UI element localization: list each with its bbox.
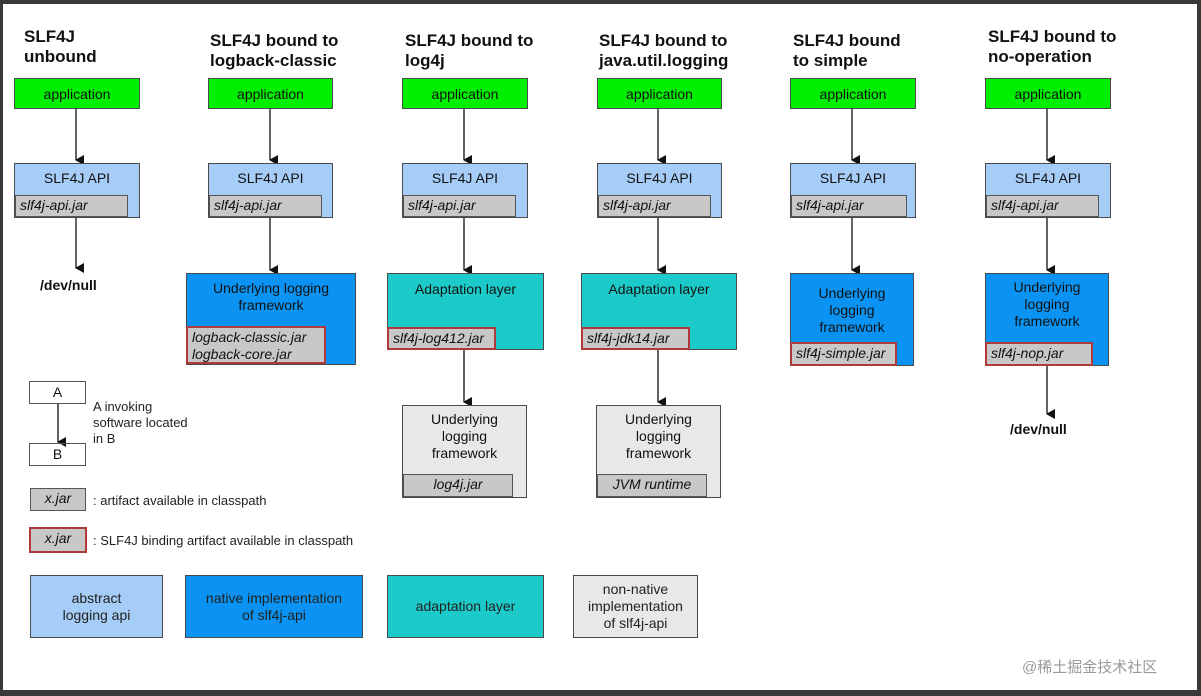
legend-artifact-jar: x.jar (30, 488, 86, 511)
legend-swatch-nonnative: non-native implementation of slf4j-api (573, 575, 698, 638)
col1-devnull: /dev/null (40, 277, 97, 293)
col5-api-label: SLF4J API (819, 170, 887, 186)
frame-right (1197, 0, 1201, 696)
legend-invoke-text: A invoking software located in B (93, 399, 188, 446)
col4-underlying-label: Underlying logging framework (625, 411, 692, 461)
col4-api-label: SLF4J API (626, 170, 693, 186)
col4-title: SLF4J bound to java.util.logging (599, 31, 729, 70)
col2-application-box: application (208, 78, 333, 109)
legend-swatch-abstract-api: abstract logging api (30, 575, 163, 638)
legend-binding-text: : SLF4J binding artifact available in cl… (93, 533, 354, 548)
col3-adaptation-jar: slf4j-log412.jar (387, 327, 496, 350)
col5-native-jar: slf4j-simple.jar (790, 342, 897, 366)
legend-swatch-native: native implementation of slf4j-api (185, 575, 363, 638)
frame-top (0, 0, 1201, 4)
col3-underlying-label: Underlying logging framework (431, 411, 498, 461)
col2-api-label: SLF4J API (237, 170, 304, 186)
col6-native-jar: slf4j-nop.jar (985, 342, 1093, 366)
legend-binding-jar: x.jar (29, 527, 87, 553)
col5-native-label: Underlying logging framework (818, 285, 886, 335)
col5-api-jar: slf4j-api.jar (791, 195, 907, 217)
col6-application-box: application (985, 78, 1111, 109)
col6-api-jar: slf4j-api.jar (986, 195, 1099, 217)
frame-bottom (0, 690, 1201, 696)
col2-api-jar: slf4j-api.jar (209, 195, 322, 217)
col4-adaptation-label: Adaptation layer (608, 281, 710, 297)
col6-native-label: Underlying logging framework (1013, 279, 1081, 329)
col5-application-box: application (790, 78, 916, 109)
col2-native-jar: logback-classic.jar logback-core.jar (186, 326, 326, 364)
col4-application-box: application (597, 78, 722, 109)
col2-title: SLF4J bound to logback-classic (210, 31, 339, 70)
legend-swatch-adaptation: adaptation layer (387, 575, 544, 638)
legend-box-b: B (29, 443, 86, 466)
watermark-text: @稀土掘金技术社区 (1022, 659, 1158, 676)
legend-artifact-text: : artifact available in classpath (93, 493, 267, 508)
col3-api-jar: slf4j-api.jar (403, 195, 516, 217)
col3-title: SLF4J bound to log4j (405, 31, 534, 70)
col3-application-box: application (402, 78, 528, 109)
col3-underlying-jar: log4j.jar (403, 474, 513, 497)
col1-application-box: application (14, 78, 140, 109)
col3-api-label: SLF4J API (431, 170, 499, 186)
col6-title: SLF4J bound to no-operation (988, 27, 1117, 66)
col6-devnull: /dev/null (1010, 421, 1067, 437)
col1-title: SLF4J unbound (24, 27, 97, 66)
legend-box-a: A (29, 381, 86, 404)
col6-api-label: SLF4J API (1014, 170, 1082, 186)
col5-title: SLF4J bound to simple (793, 31, 901, 70)
col1-api-jar: slf4j-api.jar (15, 195, 128, 217)
frame-left (0, 0, 3, 696)
col4-api-jar: slf4j-api.jar (598, 195, 711, 217)
col4-adaptation-jar: slf4j-jdk14.jar (581, 327, 690, 350)
col1-api-label: SLF4J API (43, 170, 111, 186)
col4-underlying-jar: JVM runtime (597, 474, 707, 497)
col3-adaptation-label: Adaptation layer (414, 281, 517, 297)
col2-native-label: Underlying logging framework (213, 280, 329, 313)
